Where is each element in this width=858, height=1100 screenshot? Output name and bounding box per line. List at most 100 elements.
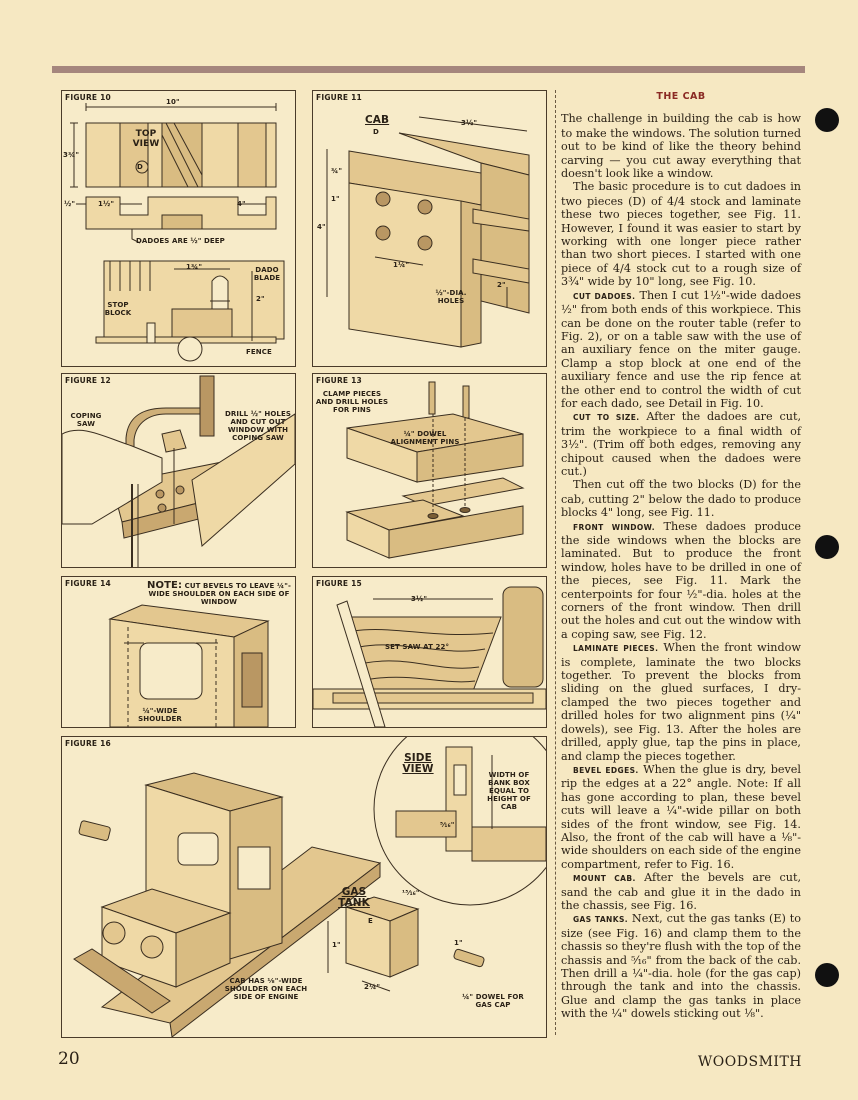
run-in-head: LAMINATE PIECES.	[573, 644, 659, 654]
paragraph: LAMINATE PIECES. When the front window i…	[561, 641, 801, 763]
magazine-name: WOODSMITH	[697, 1054, 802, 1070]
page-number: 20	[58, 1049, 80, 1069]
note-body: CUT BEVELS TO LEAVE ¼"-WIDE SHOULDER ON …	[148, 582, 291, 606]
run-in-head: MOUNT CAB.	[573, 874, 636, 884]
figure-11: FIGURE 11 CAB D 3½" ¾" 1" 4" 1¼" ½"-DIA.…	[312, 90, 547, 367]
part-letter: E	[368, 917, 373, 925]
paragraph: Then cut off the two blocks (D) for the …	[561, 478, 801, 519]
dadoes-note: DADOES ARE ½" DEEP	[136, 237, 225, 245]
side-view-label: SIDE VIEW	[402, 752, 434, 775]
paragraph: The basic procedure is to cut dadoes in …	[561, 180, 801, 288]
dim-2: 2"	[256, 295, 265, 303]
dim-1: 1"	[332, 941, 341, 949]
paragraph: FRONT WINDOW. These dadoes produce the s…	[561, 520, 801, 642]
figure-10-drawing	[70, 103, 285, 362]
part-letter: D	[373, 128, 379, 136]
paragraph-text: The basic procedure is to cut dadoes in …	[561, 180, 801, 289]
set-saw-label: SET SAW AT 22°	[385, 643, 450, 651]
binder-hole	[815, 535, 839, 559]
binder-hole	[815, 963, 839, 987]
dim-4: 4"	[237, 200, 246, 208]
paragraph-text: The challenge in building the cab is how…	[561, 112, 801, 181]
run-in-head: BEVEL EDGES.	[573, 765, 639, 775]
figure-15: FIGURE 15 3½" SET SAW AT 22°	[312, 576, 547, 728]
figure-15-drawing	[313, 586, 546, 727]
figure-13: FIGURE 13 CLAMP PIECES AND DRILL HOLES F…	[312, 373, 547, 568]
run-in-head: GAS TANKS.	[573, 915, 629, 925]
figure-16: FIGURE 16	[61, 736, 547, 1038]
dim-2-quarter: 2¼"	[364, 983, 381, 991]
column-rule	[555, 90, 556, 1035]
dim-4: 4"	[317, 223, 326, 231]
run-in-head: CUT DADOES.	[573, 291, 636, 301]
holes-label: ½"-DIA. HOLES	[435, 289, 467, 305]
figure-label: FIGURE 11	[316, 93, 362, 102]
dado-blade-label: DADO BLADE	[253, 266, 281, 282]
dim-height: 3¾"	[63, 151, 80, 159]
dim-13-16: ¹³⁄₁₆"	[402, 889, 420, 897]
figure-13-drawing	[345, 381, 525, 559]
dim-width: 10"	[166, 98, 180, 106]
figure-12-drawing	[62, 375, 295, 567]
article-column: THE CAB The challenge in building the ca…	[561, 90, 801, 1021]
note-head: NOTE:	[147, 580, 183, 591]
clamp-note: CLAMP PIECES AND DRILL HOLES FOR PINS	[315, 390, 389, 414]
top-view-label: TOP VIEW	[132, 129, 160, 149]
paragraph: The challenge in building the cab is how…	[561, 112, 801, 180]
width-note: WIDTH OF BANK BOX EQUAL TO HEIGHT OF CAB	[487, 771, 531, 811]
dim-1-3-4: 1¾"	[186, 263, 203, 271]
figure-label: FIGURE 13	[316, 376, 362, 385]
dim-3-half: 3½"	[411, 595, 428, 603]
shoulder-label: ¼"-WIDE SHOULDER	[138, 707, 182, 723]
dim-half: ½"	[64, 200, 76, 208]
paragraph: CUT TO SIZE. After the dadoes are cut, t…	[561, 410, 801, 478]
figure-10: FIGURE 10 10" 3¾" TOP VI	[61, 90, 296, 367]
dim-1-quarter: 1¼"	[393, 261, 410, 269]
dim-1: 1"	[331, 195, 340, 203]
figure-14: FIGURE 14 NOTE: CUT BEVELS TO LEAVE ¼"-W…	[61, 576, 296, 728]
figure-label: FIGURE 16	[65, 739, 111, 748]
run-in-head: CUT TO SIZE.	[573, 413, 640, 423]
figure-14-drawing	[108, 604, 270, 727]
paragraph-text: Then cut off the two blocks (D) for the …	[561, 478, 801, 520]
binder-hole	[815, 108, 839, 132]
cab-label: CAB	[365, 114, 390, 126]
paragraph-text: Then I cut 1½"-wide dadoes ½" from both …	[561, 288, 801, 410]
figure-12: FIGURE 12 COPING SAW DRILL ½" HOLES AND …	[61, 373, 296, 568]
dowel-note: ¼" DOWEL ALIGNMENT PINS	[390, 430, 460, 446]
bevel-note: NOTE: CUT BEVELS TO LEAVE ¼"-WIDE SHOULD…	[144, 580, 294, 607]
paragraph-text: These dadoes produce the side windows wh…	[561, 519, 801, 641]
cab-note: CAB HAS ⅛"-WIDE SHOULDER ON EACH SIDE OF…	[224, 977, 308, 1001]
figure-label: FIGURE 12	[65, 376, 111, 385]
paragraph-text: When the front window is complete, lamin…	[561, 641, 801, 763]
header-rule	[52, 66, 805, 73]
drill-note: DRILL ½" HOLES AND CUT OUT WINDOW WITH C…	[225, 410, 291, 442]
run-in-head: FRONT WINDOW.	[573, 522, 655, 532]
dim-dado: 1½"	[98, 200, 115, 208]
paragraph-text: After the dadoes are cut, trim the workp…	[561, 410, 802, 478]
paragraph-text: When the glue is dry, bevel rip the edge…	[561, 762, 801, 871]
fence-label: FENCE	[246, 348, 272, 356]
section-heading: THE CAB	[656, 91, 706, 102]
paragraph: GAS TANKS. Next, cut the gas tanks (E) t…	[561, 912, 801, 1020]
paragraph: BEVEL EDGES. When the glue is dry, bevel…	[561, 763, 801, 871]
figure-label: FIGURE 14	[65, 579, 111, 588]
part-letter: D	[137, 163, 143, 171]
figure-11-drawing	[326, 116, 530, 348]
paragraph: CUT DADOES. Then I cut 1½"-wide dadoes ½…	[561, 289, 801, 411]
gas-tank-label: GAS TANK	[338, 886, 370, 909]
paragraph-text: After the bevels are cut, sand the cab a…	[561, 871, 802, 912]
dowel-note: ¼" DOWEL FOR GAS CAP	[462, 993, 524, 1009]
paragraph: MOUNT CAB. After the bevels are cut, san…	[561, 871, 801, 912]
coping-saw-label: COPING SAW	[70, 412, 102, 428]
dim-2: 2"	[497, 281, 506, 289]
stop-block-label: STOP BLOCK	[104, 301, 132, 317]
dim-3-4: ¾"	[331, 167, 343, 175]
dim-5-16: ⁵⁄₁₆"	[440, 821, 455, 829]
dim-3-half: 3½"	[461, 119, 478, 127]
figure-label: FIGURE 10	[65, 93, 111, 102]
paragraph-text: Next, cut the gas tanks (E) to size (see…	[561, 912, 802, 1021]
figure-16-drawing	[73, 737, 546, 1037]
dim-1b: 1"	[454, 939, 463, 947]
figure-label: FIGURE 15	[316, 579, 362, 588]
